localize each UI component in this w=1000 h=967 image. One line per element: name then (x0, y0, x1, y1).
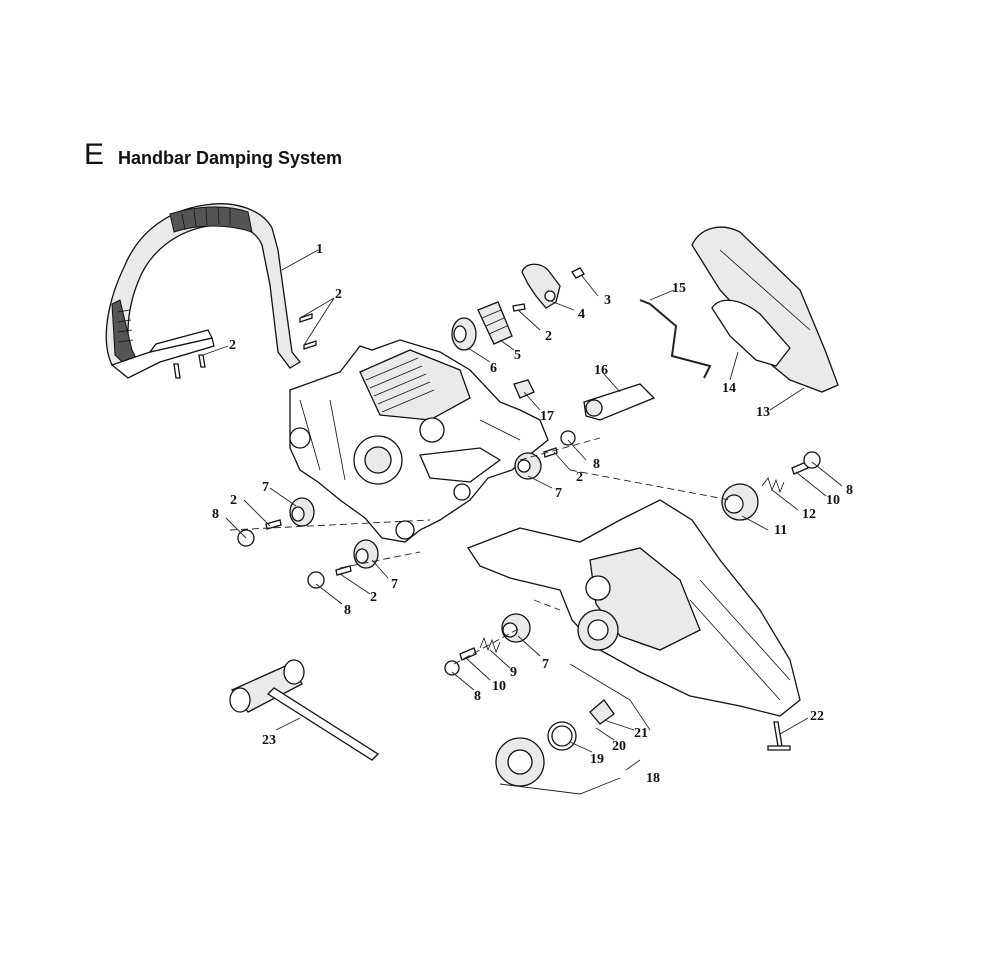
callout-23: 23 (262, 733, 276, 748)
callout-labels: 1 2 2 3 4 2 5 6 15 16 14 13 17 8 2 7 8 1… (212, 242, 853, 786)
callout-4: 4 (578, 307, 585, 322)
section-title: Handbar Damping System (118, 148, 343, 168)
callout-21: 21 (634, 726, 648, 741)
callout-14: 14 (722, 381, 736, 396)
handlebar-screws (173, 313, 317, 379)
part-wrench-23 (229, 659, 380, 761)
part-buffer-7-bottom (501, 613, 531, 643)
part-buffer-6 (451, 317, 477, 351)
part-cap-8-right (803, 451, 821, 469)
part-buffer-7-mid (514, 452, 542, 480)
part-spring-12 (761, 477, 785, 494)
callout-3: 3 (604, 293, 611, 308)
part-oring-19 (547, 721, 577, 751)
section-letter: E (84, 138, 105, 171)
callout-2: 2 (335, 287, 342, 302)
callout-12: 12 (802, 507, 816, 522)
part-rear-handle-housing (467, 499, 801, 717)
part-rod-15 (639, 299, 712, 379)
callout-2: 2 (370, 590, 377, 605)
part-screw-10-right (791, 461, 809, 475)
part-buffer-7-left (289, 497, 315, 527)
leader-lines (202, 249, 843, 795)
callout-22: 22 (810, 709, 824, 724)
callout-7: 7 (391, 577, 398, 592)
part-buffer-5 (477, 301, 513, 345)
part-cap-8-lower (307, 571, 325, 589)
callout-9: 9 (510, 665, 517, 680)
callout-10: 10 (826, 493, 840, 508)
callout-6: 6 (490, 361, 497, 376)
callout-8: 8 (212, 507, 219, 522)
part-lever-16 (583, 383, 656, 421)
part-buffer-11 (721, 483, 759, 521)
callout-19: 19 (590, 752, 604, 767)
part-screw-2-top (512, 303, 526, 312)
part-spring-9 (479, 636, 501, 654)
callout-8: 8 (344, 603, 351, 618)
callout-2: 2 (230, 493, 237, 508)
part-clip-17 (513, 379, 535, 399)
part-cap-8-mid (560, 430, 576, 446)
part-engine-crankcase (289, 339, 549, 543)
callout-20: 20 (612, 739, 626, 754)
callout-10: 10 (492, 679, 506, 694)
callout-2: 2 (229, 338, 236, 353)
part-front-handlebar (105, 203, 301, 379)
callout-8: 8 (474, 689, 481, 704)
part-buffer-7-lower (353, 539, 379, 569)
callout-16: 16 (594, 363, 608, 378)
part-screw-22 (767, 721, 791, 751)
part-screw-3 (571, 267, 585, 279)
part-strainer-20 (589, 699, 615, 725)
diagram-header: E Handbar Damping System (84, 138, 342, 172)
callout-5: 5 (514, 348, 521, 363)
part-bracket-4 (521, 263, 561, 309)
callout-2: 2 (576, 470, 583, 485)
callout-11: 11 (774, 523, 787, 538)
callout-15: 15 (672, 281, 686, 296)
callout-13: 13 (756, 405, 770, 420)
callout-17: 17 (540, 409, 554, 424)
callout-2: 2 (545, 329, 552, 344)
part-screw-2-mid (543, 447, 558, 458)
part-oil-cap-18 (495, 737, 545, 787)
callout-7: 7 (262, 480, 269, 495)
part-screw-10-bottom (459, 647, 477, 661)
part-cap-8-bottom (444, 660, 460, 676)
callout-1: 1 (316, 242, 323, 257)
callout-7: 7 (542, 657, 549, 672)
part-plate-14 (711, 299, 791, 367)
callout-7: 7 (555, 486, 562, 501)
callout-8: 8 (593, 457, 600, 472)
callout-18: 18 (646, 771, 660, 786)
callout-8: 8 (846, 483, 853, 498)
part-screw-2-left (265, 519, 282, 530)
